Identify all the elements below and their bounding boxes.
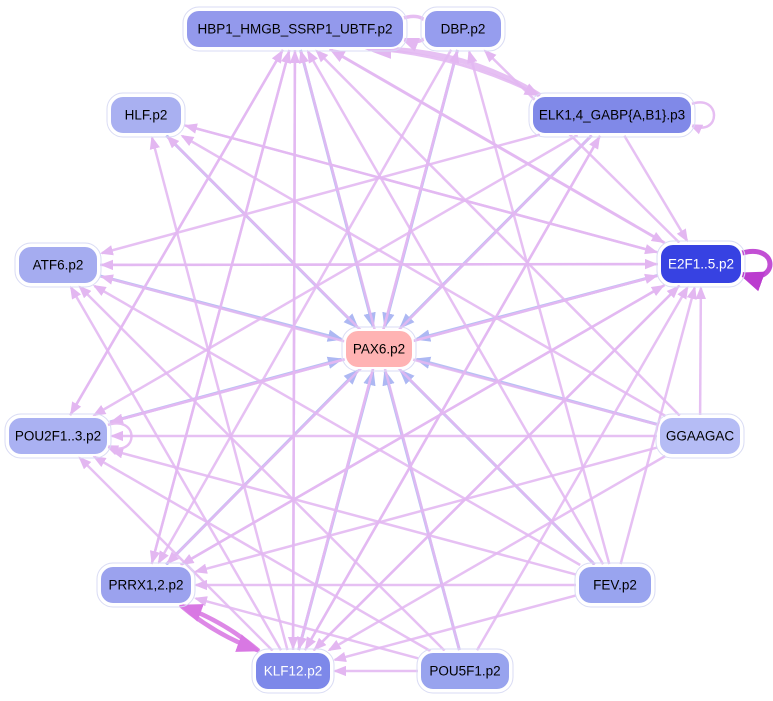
node-box: [109, 95, 183, 135]
edge-ELK-to-KLF12: [304, 135, 602, 651]
node-label-POU2F1: POU2F1..3.p2: [15, 429, 101, 444]
node-box: [419, 651, 511, 691]
edge-FEV-to-HBP1: [306, 49, 605, 565]
edge-FEV-to-KLF12: [332, 594, 577, 662]
node-outer-ring: [96, 562, 196, 608]
node-FEV[interactable]: FEV.p2: [574, 562, 656, 608]
node-box: [254, 651, 332, 691]
edge-E2F1-to-PRRX1: [180, 283, 666, 566]
node-box: [577, 565, 653, 605]
edge-HBP1-to-PRRX1: [149, 49, 291, 565]
node-label-ATF6: ATF6.p2: [33, 258, 84, 273]
self-loop-ELK: [688, 101, 716, 135]
node-box: [423, 9, 503, 49]
edge-HBP1-to-E2F1: [328, 47, 665, 244]
node-PRRX1[interactable]: PRRX1,2.p2: [96, 562, 196, 608]
node-label-POU5F1: POU5F1.p2: [429, 664, 500, 679]
edge-DBP-to-PRRX1: [157, 49, 453, 565]
edge-FEV-to-ATF6: [92, 284, 581, 567]
node-label-HLF: HLF.p2: [125, 108, 168, 123]
node-POU2F1[interactable]: POU2F1..3.p2: [4, 413, 112, 459]
node-ATF6[interactable]: ATF6.p2: [14, 242, 102, 288]
node-box: [658, 416, 742, 456]
node-outer-ring: [416, 648, 514, 694]
node-HLF[interactable]: HLF.p2: [106, 92, 186, 138]
node-box: [344, 329, 414, 369]
node-label-DBP: DBP.p2: [441, 22, 486, 37]
edge-GGAAGAC-to-HBP1: [315, 49, 681, 417]
edge-PRRX1-to-KLF12: [178, 603, 261, 653]
node-outer-ring: [656, 240, 746, 288]
node-label-HBP1: HBP1_HMGB_SSRP1_UBTF.p2: [197, 22, 392, 37]
node-outer-ring: [106, 92, 186, 138]
node-outer-ring: [182, 6, 408, 52]
edge-ELK-to-E2F1: [623, 135, 689, 243]
node-box: [17, 245, 99, 285]
node-label-KLF12: KLF12.p2: [264, 664, 323, 679]
edge-layer: [68, 14, 773, 677]
node-HBP1[interactable]: HBP1_HMGB_SSRP1_UBTF.p2: [182, 6, 408, 52]
edge-GGAAGAC-to-KLF12: [327, 454, 666, 652]
edge-HBP1-to-KLF12: [287, 49, 299, 650]
node-outer-ring: [420, 6, 506, 52]
node-KLF12[interactable]: KLF12.p2: [251, 648, 335, 694]
node-box: [185, 9, 405, 49]
node-label-PAX6: PAX6.p2: [353, 342, 405, 357]
edge-ELK-to-POU2F1: [92, 133, 579, 417]
edge-GGAAGAC-to-HLF: [180, 134, 667, 418]
node-outer-ring: [574, 562, 656, 608]
node-label-PRRX1: PRRX1,2.p2: [108, 578, 183, 593]
node-layer: HBP1_HMGB_SSRP1_UBTF.p2 DBP.p2ELK1,4_GABP…: [4, 6, 746, 694]
node-box: [99, 565, 193, 605]
edge-FEV-to-POU2F1: [109, 448, 577, 576]
node-outer-ring: [528, 92, 696, 138]
node-box: [659, 243, 743, 285]
node-outer-ring: [341, 326, 417, 372]
node-outer-ring: [251, 648, 335, 694]
node-GGAAGAC[interactable]: GGAAGAC: [655, 413, 745, 459]
node-label-FEV: FEV.p2: [593, 578, 637, 593]
node-box: [531, 95, 693, 135]
node-outer-ring: [4, 413, 112, 459]
edge-E2F1-to-KLF12: [313, 284, 681, 651]
node-outer-ring: [655, 413, 745, 459]
node-label-ELK: ELK1,4_GABP{A,B1}.p3: [539, 108, 685, 123]
node-outer-ring: [14, 242, 102, 288]
node-label-GGAAGAC: GGAAGAC: [666, 429, 735, 444]
node-POU5F1[interactable]: POU5F1.p2: [416, 648, 514, 694]
node-PAX6[interactable]: PAX6.p2: [341, 326, 417, 372]
node-box: [7, 416, 109, 456]
edge-GGAAGAC-to-PRRX1: [193, 446, 658, 574]
self-loop-E2F1: [737, 249, 773, 292]
node-ELK[interactable]: ELK1,4_GABP{A,B1}.p3: [528, 92, 696, 138]
edge-FEV-to-E2F1: [619, 285, 697, 565]
node-DBP[interactable]: DBP.p2: [420, 6, 506, 52]
self-loop-POU2F1: [104, 422, 133, 456]
node-E2F1[interactable]: E2F1..5.p2: [656, 240, 746, 288]
node-label-E2F1: E2F1..5.p2: [668, 257, 734, 272]
edge-ATF6-to-E2F1: [99, 258, 658, 270]
edge-HBP1-to-POU2F1: [69, 49, 285, 416]
edge-GGAAGAC-to-E2F1: [695, 286, 706, 416]
